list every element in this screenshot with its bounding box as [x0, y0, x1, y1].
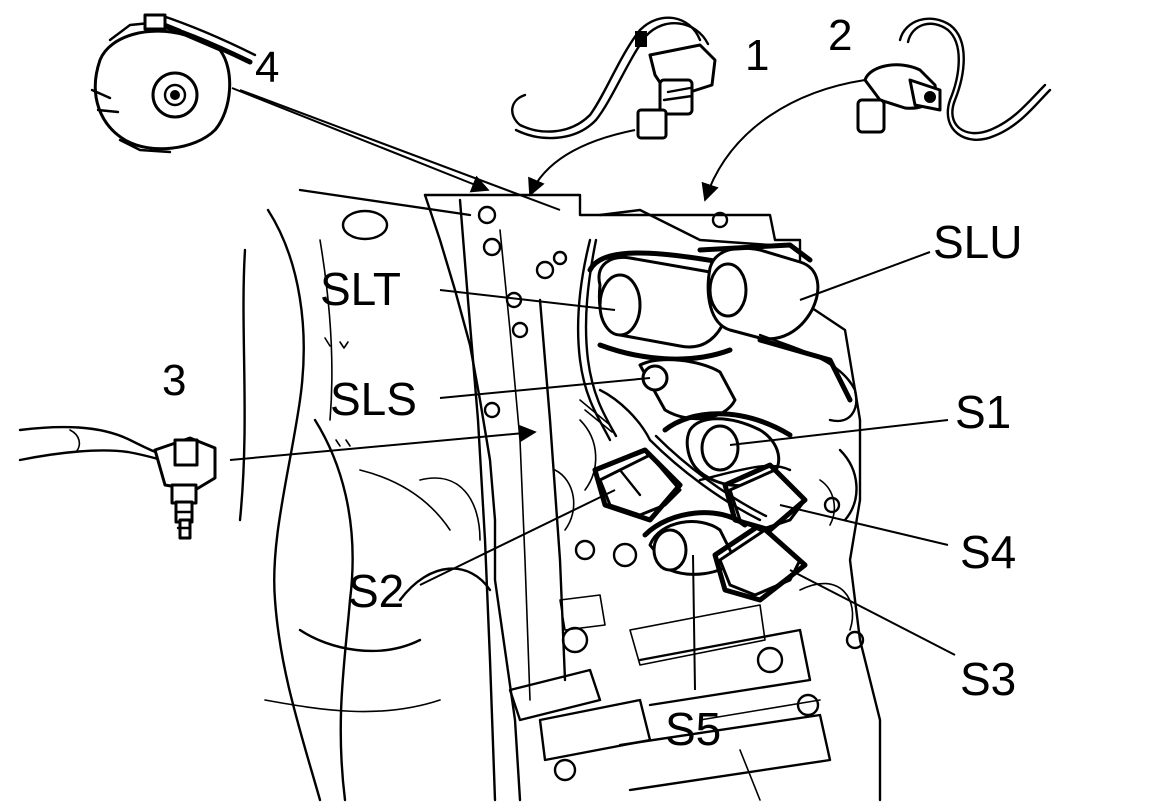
wiring-harness: [576, 238, 858, 522]
solenoid-sls: [598, 358, 737, 442]
label-4: 4: [255, 43, 279, 92]
label-slu: SLU: [933, 216, 1022, 268]
label-s4: S4: [960, 526, 1016, 578]
part-1-speed-sensor: [511, 16, 717, 140]
part-3-pressure-switch: [18, 425, 217, 540]
labels: 1 2 3 4 SLT SLU SLS S1 S2 S3 S4 S5: [162, 11, 1022, 755]
solenoid-slu: [598, 208, 853, 403]
part-2-rotation-sensor: [856, 17, 1052, 141]
leader-lines: [229, 79, 956, 691]
label-slt: SLT: [320, 263, 401, 315]
label-s5: S5: [665, 703, 721, 755]
label-s3: S3: [960, 653, 1016, 705]
label-sls: SLS: [330, 373, 417, 425]
label-s2: S2: [348, 565, 404, 617]
label-3: 3: [162, 356, 186, 405]
solenoid-s3: [712, 522, 808, 603]
label-2: 2: [828, 11, 852, 60]
label-s1: S1: [955, 386, 1011, 438]
solenoid-s2: [592, 447, 683, 523]
label-1: 1: [745, 31, 769, 80]
transmission-housing: [238, 188, 882, 802]
solenoid-slt: [587, 250, 733, 362]
part-4-position-switch: [90, 13, 257, 154]
